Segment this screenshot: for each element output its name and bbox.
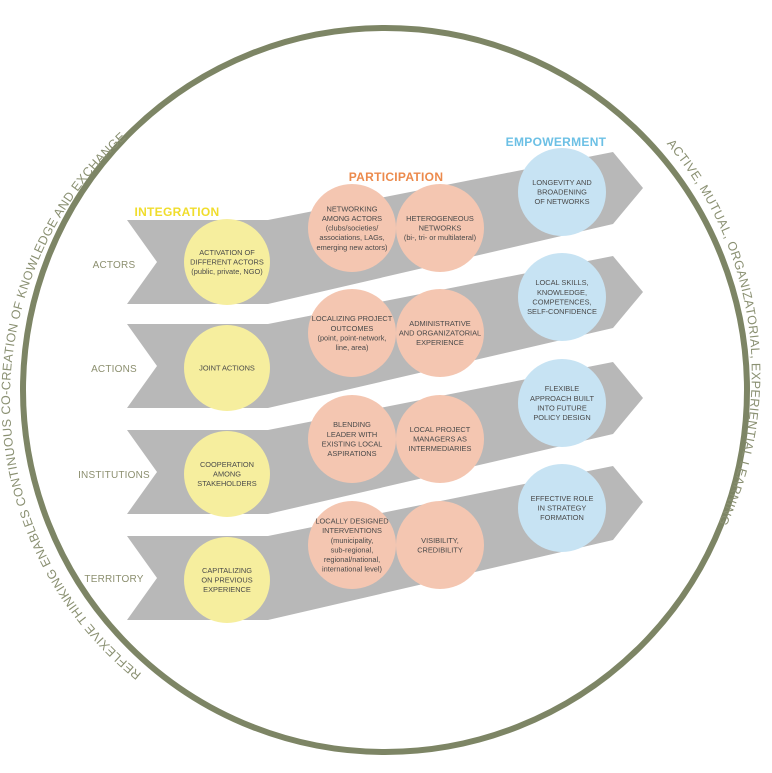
participation-2-text-territory: VISIBILITY,CREDIBILITY xyxy=(417,536,463,555)
circle-text-line: ON PREVIOUS xyxy=(201,576,252,585)
circle-text-line: APPROACH BUILT xyxy=(530,394,594,403)
circle-text-line: AMONG xyxy=(213,470,241,479)
circle-text-line: (point, point-network, xyxy=(317,333,386,342)
circle-text-line: KNOWLEDGE, xyxy=(537,288,587,297)
ring-text-right-path: ACTIVE, MUTUAL, ORGANIZATORIAL, EXPERIEN… xyxy=(664,137,762,528)
row-label-territory: TERRITORY xyxy=(84,574,143,585)
circle-text-line: EXPERIENCE xyxy=(203,585,251,594)
circle-text-line: EXPERIENCE xyxy=(416,338,464,347)
circle-text-line: COOPERATION xyxy=(200,460,254,469)
empowerment-circle-actions xyxy=(518,253,606,341)
circle-text-line: JOINT ACTIONS xyxy=(199,364,255,373)
circle-text-line: FORMATION xyxy=(540,513,584,522)
circle-text-line: EFFECTIVE ROLE xyxy=(531,494,594,503)
circle-text-line: AMONG ACTORS xyxy=(322,214,382,223)
integration-text-actions: JOINT ACTIONS xyxy=(199,364,255,373)
integration-circle-institutions xyxy=(184,431,270,517)
circle-text-line: (bi-, tri- or multilateral) xyxy=(404,233,476,242)
participation-circle-institutions-2 xyxy=(396,395,484,483)
circle-text-line: SELF-CONFIDENCE xyxy=(527,307,597,316)
circle-text-line: DIFFERENT ACTORS xyxy=(190,258,264,267)
participation-title: PARTICIPATION xyxy=(349,170,444,184)
participation-circle-territory-1 xyxy=(308,501,396,589)
circle-text-line: BROADENING xyxy=(537,188,587,197)
circle-text-line: (municipality, xyxy=(331,536,374,545)
circle-text-line: LONGEVITY AND xyxy=(532,178,591,187)
circle-text-line: VISIBILITY, xyxy=(421,536,459,545)
circle-text-line: AND ORGANIZATORIAL xyxy=(399,329,481,338)
circle-text-line: ADMINISTRATIVE xyxy=(409,319,471,328)
circle-text-line: OF NETWORKS xyxy=(534,197,589,206)
circle-text-line: associations, LAGs, xyxy=(319,233,384,242)
participation-circle-institutions-1 xyxy=(308,395,396,483)
row-label-actions: ACTIONS xyxy=(91,364,137,375)
outer-ring xyxy=(20,25,750,755)
circle-text-line: IN STRATEGY xyxy=(538,504,587,513)
circle-text-line: sub-regional, xyxy=(331,545,374,554)
participation-circle-actors-2 xyxy=(396,184,484,272)
circle-text-line: NETWORKS xyxy=(419,224,462,233)
circle-text-line: INTERVENTIONS xyxy=(322,526,382,535)
integration-circle-territory xyxy=(184,537,270,623)
empowerment-text-actions: LOCAL SKILLS,KNOWLEDGE,COMPETENCES,SELF-… xyxy=(527,278,597,316)
empowerment-title: EMPOWERMENT xyxy=(506,135,607,149)
circle-text-line: OUTCOMES xyxy=(331,324,374,333)
circle-text-line: LOCALIZING PROJECT xyxy=(312,314,393,323)
circle-text-line: POLICY DESIGN xyxy=(533,413,590,422)
circle-text-line: CAPITALIZING xyxy=(202,566,252,575)
circle-text-line: line, area) xyxy=(336,343,369,352)
circle-text-line: FLEXIBLE xyxy=(545,384,580,393)
circle-text-line: COMPETENCES, xyxy=(532,297,591,306)
circle-text-line: CREDIBILITY xyxy=(417,545,463,554)
circle-text-line: ASPIRATIONS xyxy=(327,449,376,458)
integration-title: INTEGRATION xyxy=(134,205,219,219)
circle-text-line: (clubs/societies/ xyxy=(326,224,380,233)
empowerment-circle-institutions xyxy=(518,359,606,447)
circle-text-line: EXISTING LOCAL xyxy=(322,439,383,448)
row-label-institutions: INSTITUTIONS xyxy=(78,470,150,481)
circle-text-line: NETWORKING xyxy=(327,204,378,213)
circle-text-line: INTERMEDIARIES xyxy=(409,444,472,453)
circle-text-line: MANAGERS AS xyxy=(413,435,467,444)
circle-text-line: LEADER WITH xyxy=(327,430,378,439)
circle-text-line: international level) xyxy=(322,565,382,574)
circle-text-line: HETEROGENEOUS xyxy=(406,214,474,223)
participation-circle-actions-1 xyxy=(308,289,396,377)
circle-text-line: regional/national, xyxy=(324,555,380,564)
circle-text-line: INTO FUTURE xyxy=(537,403,587,412)
circle-text-line: ACTIVATION OF xyxy=(199,248,255,257)
circle-text-line: LOCALLY DESIGNED xyxy=(315,517,388,526)
row-label-actors: ACTORS xyxy=(93,260,136,271)
ring-text-right: ACTIVE, MUTUAL, ORGANIZATORIAL, EXPERIEN… xyxy=(664,137,763,528)
participation-circle-actions-2 xyxy=(396,289,484,377)
circle-text-line: STAKEHOLDERS xyxy=(197,479,256,488)
circle-text-line: (public, private, NGO) xyxy=(191,267,262,276)
integration-circle-actions xyxy=(184,325,270,411)
circle-text-line: BLENDING xyxy=(333,420,371,429)
empowerment-circle-actors xyxy=(518,148,606,236)
participation-circle-actors-1 xyxy=(308,184,396,272)
circle-text-line: LOCAL SKILLS, xyxy=(535,278,588,287)
empowerment-circle-territory xyxy=(518,464,606,552)
integration-circle-actors xyxy=(184,219,270,305)
circle-text-line: emerging new actors) xyxy=(316,243,387,252)
circle-text-line: LOCAL PROJECT xyxy=(410,425,471,434)
participation-circle-territory-2 xyxy=(396,501,484,589)
